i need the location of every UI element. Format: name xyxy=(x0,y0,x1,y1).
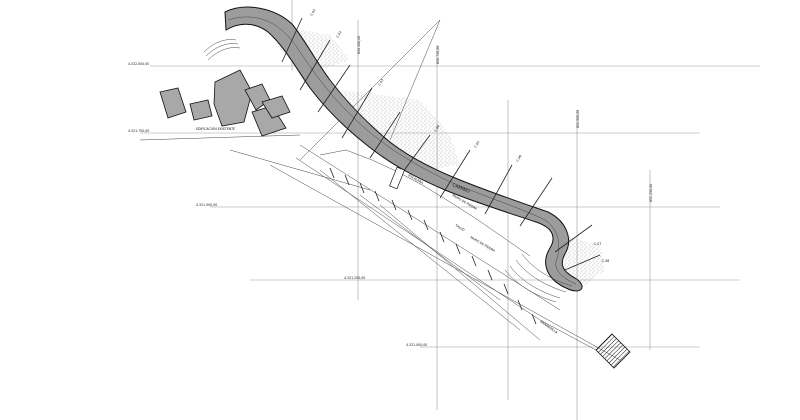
section-lines xyxy=(281,17,601,271)
leader-line xyxy=(539,319,597,351)
building xyxy=(189,99,213,121)
grid-label-v4: 651.250,00 xyxy=(649,184,653,202)
north-marker-block-icon xyxy=(595,333,631,369)
section-labels: C.01 C.02 C.03 C.04 C.05 C.06 C.07 C.08 xyxy=(309,8,609,263)
building xyxy=(213,69,253,127)
grid-label-h3: 4.321.500,00 xyxy=(196,203,217,207)
road-band xyxy=(224,6,583,292)
grid-label-v2: 650.750,00 xyxy=(436,46,440,64)
existing-buildings xyxy=(159,69,291,137)
reference-lines xyxy=(139,19,621,361)
section-label: C.01 xyxy=(309,8,316,16)
section-label: C.07 xyxy=(594,242,601,246)
section-label: C.06 xyxy=(515,154,522,162)
grid-label-h5: 4.321.000,00 xyxy=(406,343,427,347)
terrace-lines xyxy=(295,144,561,341)
road-centerline xyxy=(227,16,577,285)
grid-label-h4: 4.321.250,00 xyxy=(344,276,365,280)
wall-annotation: MURO DE PIEDRA xyxy=(470,235,497,253)
rail-annotation: BARANDILLA xyxy=(539,320,559,335)
stair-ticks xyxy=(329,167,537,325)
section-label: C.08 xyxy=(602,259,609,263)
section-label: C.03 xyxy=(377,78,384,86)
section-label: C.04 xyxy=(433,124,440,132)
slope-annotation: TALUD xyxy=(454,223,466,232)
bridge-block xyxy=(389,166,405,190)
building-annotation: EDIFICACIÓN EXISTENTE xyxy=(196,126,235,131)
grid-labels: 4.322.000,00 4.321.750,00 4.321.500,00 4… xyxy=(128,36,653,347)
step-fans xyxy=(203,39,573,303)
grid-label-v1: 650.500,00 xyxy=(357,36,361,54)
coordinate-grid xyxy=(140,0,760,420)
building xyxy=(261,95,291,119)
section-label: C.02 xyxy=(335,30,342,38)
building xyxy=(159,87,187,119)
grid-label-h2: 4.321.750,00 xyxy=(128,129,149,133)
grid-label-v3: 651.000,00 xyxy=(576,110,580,128)
grid-label-h1: 4.322.000,00 xyxy=(128,62,149,66)
section-label: C.05 xyxy=(473,140,480,148)
